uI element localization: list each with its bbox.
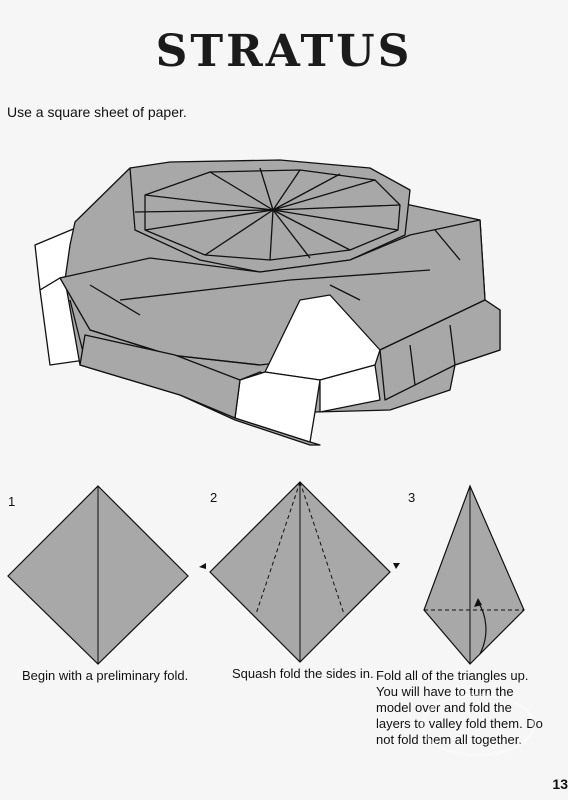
step-3-caption-line: not fold them all together. — [376, 732, 522, 747]
step-1-diagram — [7, 485, 189, 665]
step-2-diagram — [209, 481, 391, 663]
step-1-number: 1 — [8, 494, 16, 509]
arrow-marker-icon — [393, 563, 400, 569]
step-3-diagram — [423, 484, 525, 665]
step-3-caption-line: Fold all of the triangles up. — [376, 668, 529, 683]
step-3-caption-line: layers to valley fold them. Do — [376, 716, 543, 731]
step-3-caption-line: model over and fold the — [376, 700, 512, 715]
intro-text: Use a square sheet of paper. — [7, 104, 187, 120]
watermark-stamp — [420, 693, 536, 757]
step-3-number: 3 — [408, 490, 416, 505]
step-1-caption: Begin with a preliminary fold. — [22, 668, 189, 683]
step-3-caption: Fold all of the triangles up. You will h… — [376, 668, 543, 748]
step-2-number: 2 — [210, 490, 218, 505]
step-2-caption: Squash fold the sides in. — [232, 666, 374, 681]
page-title: STRATUS — [155, 26, 413, 77]
stratus-model-illustration — [34, 159, 501, 446]
step-3-caption-line: You will have to turn the — [376, 684, 514, 699]
page-number: 13 — [552, 776, 568, 792]
arrow-marker-icon — [199, 563, 206, 569]
